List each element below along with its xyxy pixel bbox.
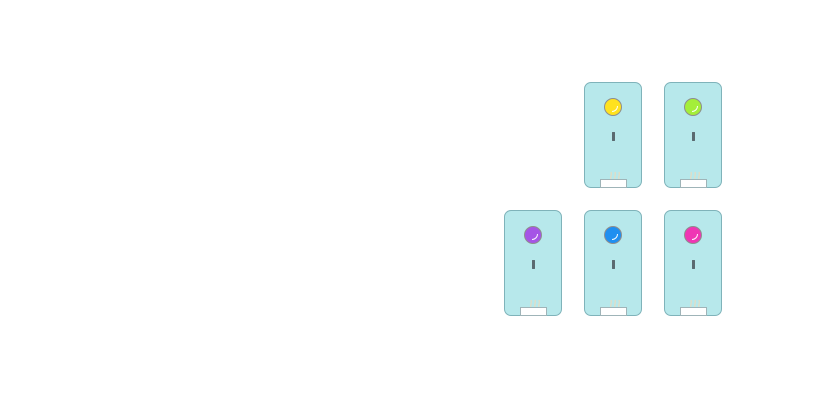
- orb-icon: [684, 226, 702, 244]
- tray-icon: [680, 307, 707, 316]
- orb-icon: [684, 98, 702, 116]
- card-blue[interactable]: [584, 210, 642, 316]
- slot-icon: [692, 260, 695, 269]
- orb-icon: [604, 226, 622, 244]
- steam-icon: [690, 299, 700, 307]
- orb-icon: [524, 226, 542, 244]
- tray-icon: [680, 179, 707, 188]
- steam-icon: [610, 171, 620, 179]
- steam-icon: [690, 171, 700, 179]
- slot-icon: [612, 132, 615, 141]
- card-yellow[interactable]: [584, 82, 642, 188]
- card-purple[interactable]: [504, 210, 562, 316]
- card-magenta[interactable]: [664, 210, 722, 316]
- steam-icon: [610, 299, 620, 307]
- slot-icon: [692, 132, 695, 141]
- slot-icon: [532, 260, 535, 269]
- steam-icon: [530, 299, 540, 307]
- tray-icon: [600, 179, 627, 188]
- orb-icon: [604, 98, 622, 116]
- slot-icon: [612, 260, 615, 269]
- card-lime[interactable]: [664, 82, 722, 188]
- tray-icon: [520, 307, 547, 316]
- tray-icon: [600, 307, 627, 316]
